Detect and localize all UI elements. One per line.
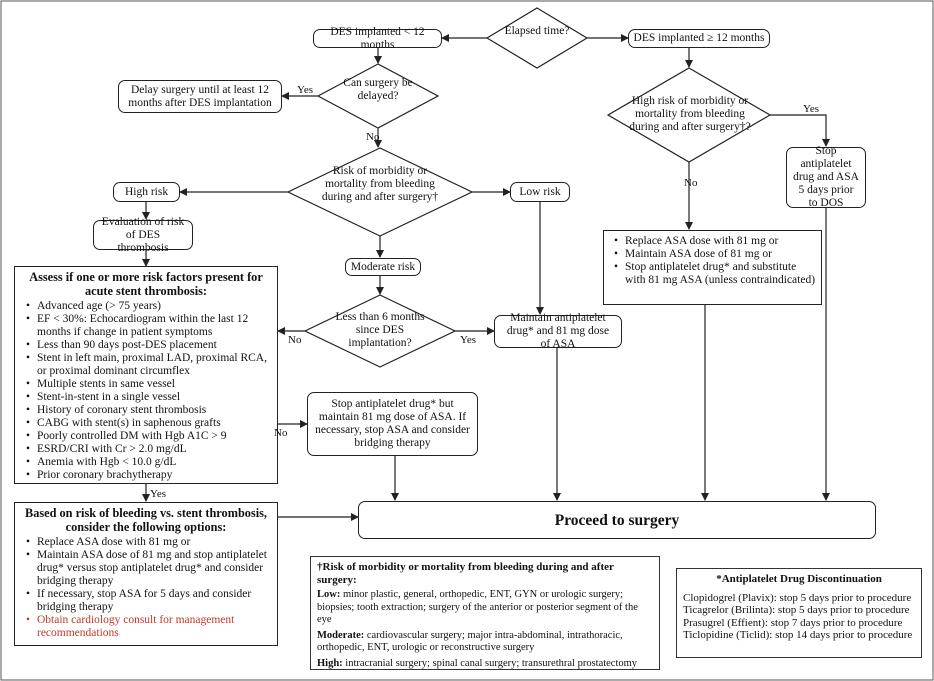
low-risk-box: Low risk	[510, 182, 570, 202]
risk-legend-title: †Risk of morbidity or mortality from ble…	[317, 561, 614, 586]
risk-legend-high: High: intracranial surgery; spinal canal…	[317, 658, 653, 671]
list-item: Prior coronary brachytherapy	[26, 469, 271, 482]
list-item: Maintain ASA dose of 81 mg and stop anti…	[26, 549, 271, 588]
delay-surgery-box: Delay surgery until at least 12 months a…	[118, 80, 282, 113]
diamond-elapsed	[485, 7, 589, 69]
risk-legend-moderate: Moderate: cardiovascular surgery; major …	[317, 630, 653, 655]
list-item: Replace ASA dose with 81 mg or	[614, 235, 816, 248]
less6-text: Less than 6 months since DES implantatio…	[335, 311, 425, 349]
diamond-less6	[303, 294, 457, 368]
low-label: Low:	[317, 589, 341, 600]
risk-legend: †Risk of morbidity or mortality from ble…	[310, 556, 660, 670]
risk-legend-low: Low: minor plastic, general, orthopedic,…	[317, 589, 653, 627]
edge-label-no: No	[366, 131, 380, 143]
evaluation-risk-box: Evaluation of risk of DES thrombosis	[93, 216, 193, 254]
edge-label-yes: Yes	[150, 488, 167, 500]
list-item: Ticlopidine (Ticlid): stop 14 days prior…	[683, 629, 913, 641]
proceed-to-surgery-box: Proceed to surgery	[358, 501, 876, 539]
high-risk-12-text: High risk of morbidity or mortality from…	[629, 95, 751, 133]
edge-label-no: No	[274, 427, 288, 439]
high-risk-box: High risk	[113, 182, 180, 202]
list-item: Ticagrelor (Brilinta): stop 5 days prior…	[683, 604, 910, 616]
stop-antiplatelet-box: Stop antiplatelet drug* but maintain 81 …	[307, 392, 478, 456]
list-item: Replace ASA dose with 81 mg or	[26, 536, 271, 549]
risk-bleed-text: Risk of morbidity or mortality from blee…	[321, 165, 439, 203]
high-label: High:	[317, 657, 343, 669]
assess-risk-factors-box: Assess if one or more risk factors prese…	[14, 266, 278, 484]
moderate-text: cardiovascular surgery; major intra-abdo…	[317, 629, 623, 654]
moderate-label: Moderate:	[317, 629, 365, 641]
list-item: Advanced age (> 75 years)	[26, 300, 271, 313]
elapsed-time-text: Elapsed time?	[504, 25, 570, 37]
based-title: Based on risk of bleeding vs. stent thro…	[25, 506, 267, 534]
list-item: Less than 90 days post-DES placement	[26, 339, 271, 352]
list-item: History of coronary stent thrombosis	[26, 404, 271, 417]
list-item: Poorly controlled DM with Hgb A1C > 9	[26, 430, 271, 443]
list-item: If necessary, stop ASA for 5 days and co…	[26, 588, 271, 614]
edge-label-no: No	[288, 334, 302, 346]
maintain-antiplatelet-box: Maintain antiplatelet drug* and 81 mg do…	[494, 312, 622, 350]
list-item: Stent-in-stent in a single vessel	[26, 391, 271, 404]
low-text: minor plastic, general, orthopedic, ENT,…	[317, 589, 638, 625]
stop-drug-asa-box: Stop antiplatelet drug and ASA 5 days pr…	[786, 145, 866, 209]
edge-label-yes: Yes	[297, 84, 314, 96]
list-item: Stent in left main, proximal LAD, proxim…	[26, 352, 271, 378]
high-text: intracranial surgery; spinal canal surge…	[345, 657, 638, 669]
based-options-box: Based on risk of bleeding vs. stent thro…	[14, 502, 278, 646]
can-delay-text: Can surgery be delayed?	[343, 77, 413, 102]
list-item-red: Obtain cardiology consult for management…	[26, 614, 271, 640]
list-item: CABG with stent(s) in saphenous grafts	[26, 417, 271, 430]
edge-label-yes: Yes	[803, 103, 820, 115]
des-less-12-box: DES implanted < 12 months	[313, 26, 442, 51]
options-12-box: Replace ASA dose with 81 mg or Maintain …	[603, 230, 822, 305]
edge-label-yes: Yes	[460, 334, 477, 346]
list-item: Anemia with Hgb < 10.0 g/dL	[26, 456, 271, 469]
options-12-list: Replace ASA dose with 81 mg or Maintain …	[609, 235, 816, 287]
moderate-risk-box: Moderate risk	[345, 258, 421, 276]
drug-legend-title: *Antiplatelet Drug Discontinuation	[716, 573, 882, 585]
list-item: ESRD/CRI with Cr > 2.0 mg/dL	[26, 443, 271, 456]
assess-title: Assess if one or more risk factors prese…	[29, 270, 263, 298]
assess-list: Advanced age (> 75 years) EF < 30%: Echo…	[21, 300, 271, 482]
list-item: Stop antiplatelet drug* and substitute w…	[614, 261, 816, 287]
list-item: Multiple stents in same vessel	[26, 378, 271, 391]
des-ge-12-box: DES implanted ≥ 12 months	[628, 29, 770, 48]
list-item: Prasugrel (Effient): stop 7 days prior t…	[683, 616, 903, 629]
list-item: Clopidogrel (Plavix): stop 5 days prior …	[683, 591, 912, 604]
based-list: Replace ASA dose with 81 mg or Maintain …	[21, 536, 271, 640]
drug-legend: *Antiplatelet Drug Discontinuation Clopi…	[676, 568, 922, 658]
edge-label-no: No	[684, 177, 698, 189]
list-item: EF < 30%: Echocardiogram within the last…	[26, 313, 271, 339]
list-item: Maintain ASA dose of 81 mg or	[614, 248, 816, 261]
